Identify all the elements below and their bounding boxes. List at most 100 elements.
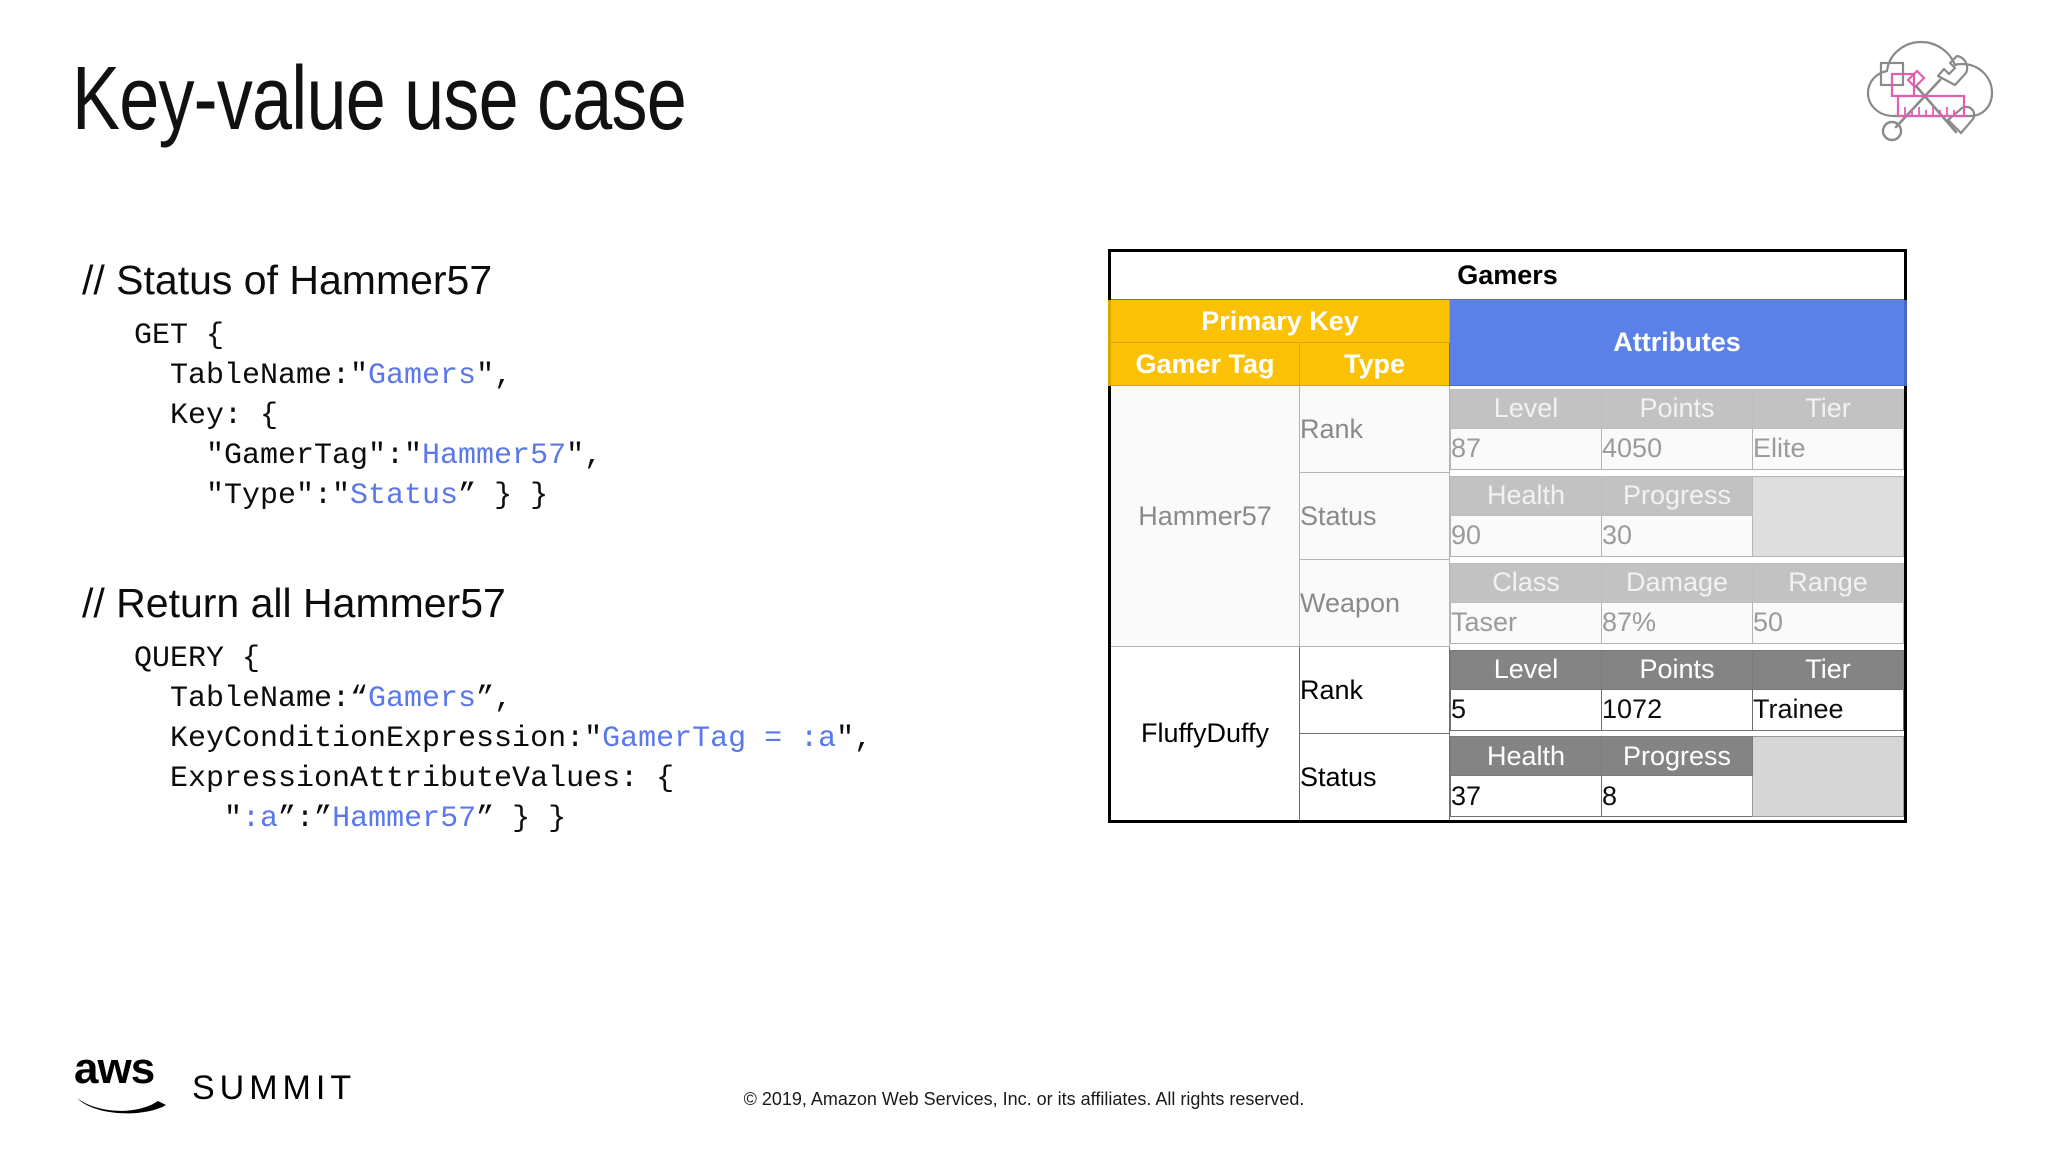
type-cell: Weapon: [1299, 559, 1450, 647]
summit-wordmark: SUMMIT: [192, 1069, 357, 1107]
table-caption: Gamers: [1107, 249, 1908, 300]
attribute-value-points: 4050: [1601, 427, 1754, 470]
code-line: ExpressionAttributeValues: {: [134, 760, 1042, 800]
attribute-value-progress: 30: [1601, 514, 1754, 557]
gamer-tag-cell: Hammer57: [1108, 385, 1300, 647]
attribute-value-health: 90: [1449, 514, 1603, 557]
code-line: ":a”:”Hammer57” } }: [134, 800, 1042, 840]
code-line: QUERY {: [134, 640, 1042, 680]
code-text-token: TableName:": [134, 358, 369, 393]
copyright-notice: © 2019, Amazon Web Services, Inc. or its…: [743, 1089, 1305, 1109]
code-text-token: ”,: [476, 682, 513, 717]
code-comment: // Return all Hammer57: [82, 580, 506, 627]
attribute-value-health: 37: [1449, 775, 1603, 818]
code-block: QUERY { TableName:“Gamers”, KeyCondition…: [82, 640, 1042, 839]
code-text-token: ” } }: [476, 802, 567, 837]
attribute-value-points: 1072: [1601, 688, 1754, 731]
code-string-token: :a: [242, 802, 279, 837]
attribute-name-range: Range: [1752, 562, 1905, 603]
code-line: TableName:“Gamers”,: [134, 680, 1042, 720]
attribute-value-level: 5: [1449, 688, 1603, 731]
code-string-token: Status: [350, 478, 459, 513]
attribute-value-damage: 87%: [1601, 601, 1754, 644]
attribute-name-points: Points: [1601, 388, 1754, 429]
table-caption-row: Gamers: [1107, 249, 1908, 300]
attributes-header: Attributes: [1448, 299, 1908, 386]
code-text-token: ",: [566, 438, 603, 473]
code-string-token: Hammer57: [422, 438, 567, 473]
code-string-token: GamerTag = :a: [602, 722, 837, 757]
code-text-token: QUERY {: [134, 642, 261, 677]
code-line: KeyConditionExpression:"GamerTag = :a",: [134, 720, 1042, 760]
attribute-name-tier: Tier: [1752, 649, 1905, 690]
attribute-name-health: Health: [1449, 736, 1603, 777]
cloud-tools-icon: [1856, 32, 2006, 144]
type-cell: Status: [1299, 733, 1450, 823]
attribute-name-class: Class: [1449, 562, 1603, 603]
attribute-value-tier: Elite: [1752, 427, 1905, 470]
primary-key-header: Primary Key: [1108, 299, 1450, 343]
attribute-name-progress: Progress: [1601, 475, 1754, 516]
type-cell: Status: [1299, 472, 1450, 560]
attribute-name-health: Health: [1449, 475, 1603, 516]
type-cell: Rank: [1299, 385, 1450, 473]
code-line: Key: {: [134, 397, 1042, 437]
code-string-token: Gamers: [368, 358, 477, 393]
code-text-token: ” } }: [458, 478, 549, 513]
aws-summit-logo: aws SUMMIT: [74, 1047, 356, 1114]
column-header-gamer-tag: Gamer Tag: [1108, 342, 1300, 386]
code-block: GET { TableName:"Gamers", Key: { "GamerT…: [82, 317, 1042, 516]
attribute-value-progress: 8: [1601, 775, 1754, 818]
attribute-name-damage: Damage: [1601, 562, 1754, 603]
attribute-name-points: Points: [1601, 649, 1754, 690]
code-line: GET {: [134, 317, 1042, 357]
attribute-empty-cell: [1752, 475, 1905, 557]
code-text-token: ",: [476, 358, 513, 393]
code-text-token: ExpressionAttributeValues: {: [134, 762, 675, 797]
attribute-name-progress: Progress: [1601, 736, 1754, 777]
code-line: TableName:"Gamers",: [134, 357, 1042, 397]
attribute-name-level: Level: [1449, 388, 1603, 429]
attribute-value-tier: Trainee: [1752, 688, 1905, 731]
gamer-tag-cell: FluffyDuffy: [1108, 646, 1300, 823]
code-text-token: GET {: [134, 319, 225, 354]
code-comment: // Status of Hammer57: [82, 257, 493, 303]
code-text-token: ”:”: [278, 802, 333, 837]
code-text-token: "Type":": [134, 478, 351, 513]
attribute-value-class: Taser: [1449, 601, 1603, 644]
attribute-value-level: 87: [1449, 427, 1603, 470]
code-string-token: Gamers: [368, 682, 477, 717]
aws-smile-icon: [77, 1098, 166, 1114]
code-line: "Type":"Status” } }: [134, 477, 1042, 517]
code-text-token: "GamerTag":": [134, 438, 423, 473]
attribute-name-level: Level: [1449, 649, 1603, 690]
code-text-token: KeyConditionExpression:": [134, 722, 603, 757]
attribute-empty-cell: [1752, 736, 1905, 818]
